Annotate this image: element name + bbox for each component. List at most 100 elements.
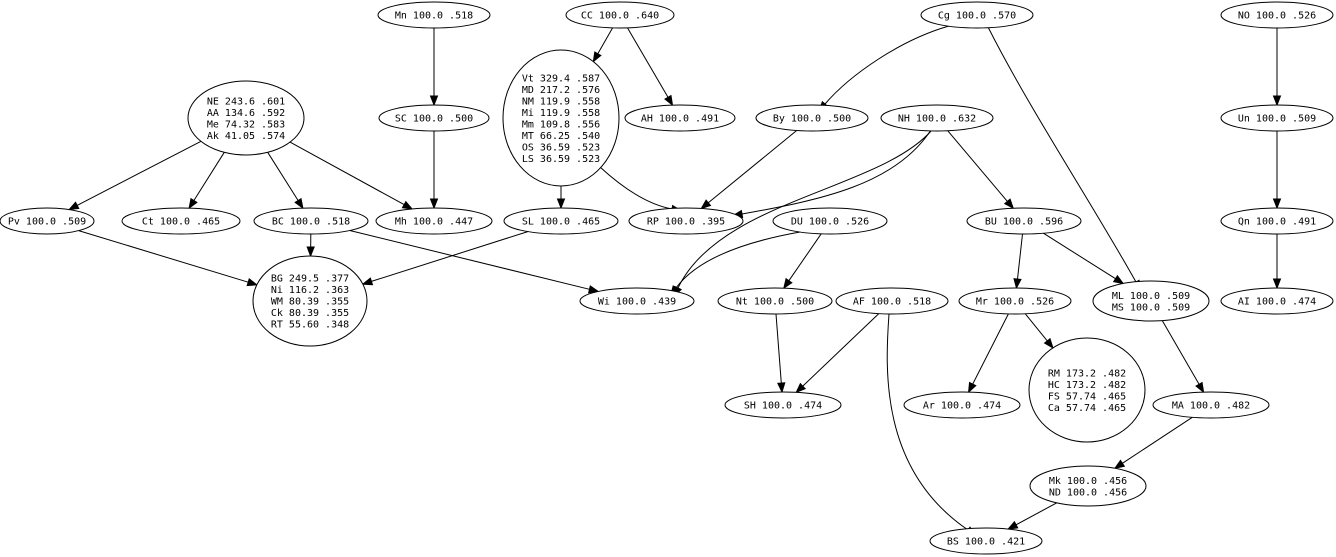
- node-label: Cg 100.0 .570: [938, 11, 1016, 22]
- node-by: By 100.0 .500: [755, 104, 869, 132]
- edge-du-wi: [669, 231, 801, 297]
- node-ellipse: [1028, 337, 1146, 443]
- node-label: LS 36.59 .523: [522, 154, 600, 165]
- edge-sc-mh: [429, 131, 439, 210]
- edge-line: [775, 313, 782, 384]
- node-af: AF 100.0 .518: [835, 287, 949, 315]
- arrowhead: [1043, 337, 1054, 349]
- edge-af-bs: [886, 313, 977, 536]
- arrowhead: [556, 198, 566, 210]
- edge-ne-mh: [289, 141, 414, 210]
- node-ellipse: [1029, 465, 1147, 507]
- node-pv: Pv 100.0 .509: [0, 207, 95, 235]
- node-ellipse: [880, 104, 994, 132]
- edge-line: [1161, 320, 1200, 385]
- edge-ne-pv: [67, 140, 202, 211]
- node-label: SH 100.0 .474: [744, 401, 822, 412]
- node-label: MT 66.25 .540: [522, 131, 600, 142]
- node-sl: SL 100.0 .465: [503, 207, 619, 235]
- arrowhead: [795, 382, 807, 394]
- node-label: AF 100.0 .518: [853, 297, 931, 308]
- edge-mr-ar: [967, 313, 1009, 394]
- node-ellipse: [503, 207, 619, 235]
- node-ai: AI 100.0 .474: [1220, 287, 1334, 315]
- node-label: Ca 57.74 .465: [1048, 403, 1126, 414]
- edge-line: [675, 231, 801, 289]
- edge-cc-ah: [627, 27, 674, 107]
- node-label: Ak 41.05 .574: [207, 131, 285, 142]
- node-label: Mr 100.0 .526: [976, 297, 1054, 308]
- edge-mr-rm: [1024, 313, 1054, 349]
- node-cc: CC 100.0 .640: [565, 1, 675, 29]
- node-nh: NH 100.0 .632: [880, 104, 994, 132]
- node-label: MS 100.0 .509: [1112, 302, 1190, 313]
- edge-line: [741, 129, 932, 215]
- node-label: CC 100.0 .640: [581, 11, 659, 22]
- node-ellipse: [772, 207, 888, 235]
- arrowhead: [246, 278, 259, 287]
- node-ellipse: [717, 287, 833, 315]
- edge-af-sh: [795, 313, 880, 394]
- edge-du-nt: [783, 233, 822, 290]
- node-no: NO 100.0 .526: [1220, 1, 1334, 29]
- node-ellipse: [378, 104, 490, 132]
- edge-line: [1017, 233, 1023, 280]
- edge-cc-vt: [592, 27, 614, 63]
- node-ellipse: [1092, 280, 1210, 322]
- node-ellipse: [755, 104, 869, 132]
- edges-layer: [67, 25, 1282, 536]
- edge-line: [349, 230, 590, 290]
- node-label: Ct 100.0 .465: [142, 217, 220, 228]
- node-cg: Cg 100.0 .570: [920, 1, 1034, 29]
- node-sh: SH 100.0 .474: [724, 391, 842, 419]
- edge-nh-rp: [731, 129, 932, 219]
- arrowhead: [1003, 198, 1015, 210]
- edge-by-rp: [700, 130, 798, 210]
- node-label: RP 100.0 .395: [647, 217, 725, 228]
- node-ellipse: [835, 287, 949, 315]
- node-label: MD 217.2 .576: [522, 85, 600, 96]
- node-ellipse: [903, 391, 1021, 419]
- node-nt: Nt 100.0 .500: [717, 287, 833, 315]
- node-label: NE 243.6 .601: [207, 96, 285, 107]
- node-ellipse: [187, 80, 305, 156]
- node-label: BG 249.5 .377: [271, 274, 349, 285]
- node-label: WM 80.39 .355: [271, 297, 349, 308]
- node-ellipse: [724, 391, 842, 419]
- node-label: Ar 100.0 .474: [923, 401, 1001, 412]
- edge-line: [371, 231, 528, 282]
- node-ellipse: [966, 207, 1082, 235]
- edge-bu-mr: [1013, 233, 1023, 290]
- node-label: SL 100.0 .465: [522, 217, 600, 228]
- node-label: Vt 329.4 .587: [522, 73, 600, 84]
- node-label: HC 173.2 .482: [1048, 380, 1126, 391]
- edge-line: [1024, 313, 1048, 342]
- edge-no-un: [1272, 28, 1282, 107]
- arrowhead: [1013, 278, 1022, 290]
- node-label: Un 100.0 .509: [1238, 114, 1316, 125]
- node-label: Mh 100.0 .447: [395, 217, 473, 228]
- node-mr: Mr 100.0 .526: [958, 287, 1072, 315]
- node-mh: Mh 100.0 .447: [375, 207, 493, 235]
- edge-line: [987, 26, 1137, 283]
- edge-line: [76, 140, 202, 206]
- node-label: AH 100.0 .491: [641, 114, 719, 125]
- node-label: NH 100.0 .632: [898, 114, 976, 125]
- node-label: Ck 80.39 .355: [271, 308, 349, 319]
- node-ellipse: [579, 287, 695, 315]
- node-label: Mm 109.8 .556: [522, 119, 600, 130]
- node-label: Nt 100.0 .500: [736, 297, 814, 308]
- node-bs: BS 100.0 .421: [929, 527, 1043, 555]
- node-label: AI 100.0 .474: [1238, 297, 1316, 308]
- edge-line: [1015, 502, 1058, 526]
- edge-cg-by: [818, 25, 950, 112]
- edge-bc-wi: [349, 230, 600, 294]
- edge-line: [193, 152, 225, 201]
- node-ah: AH 100.0 .491: [624, 104, 736, 132]
- arrowhead: [700, 199, 712, 210]
- node-rp: RP 100.0 .395: [628, 207, 744, 235]
